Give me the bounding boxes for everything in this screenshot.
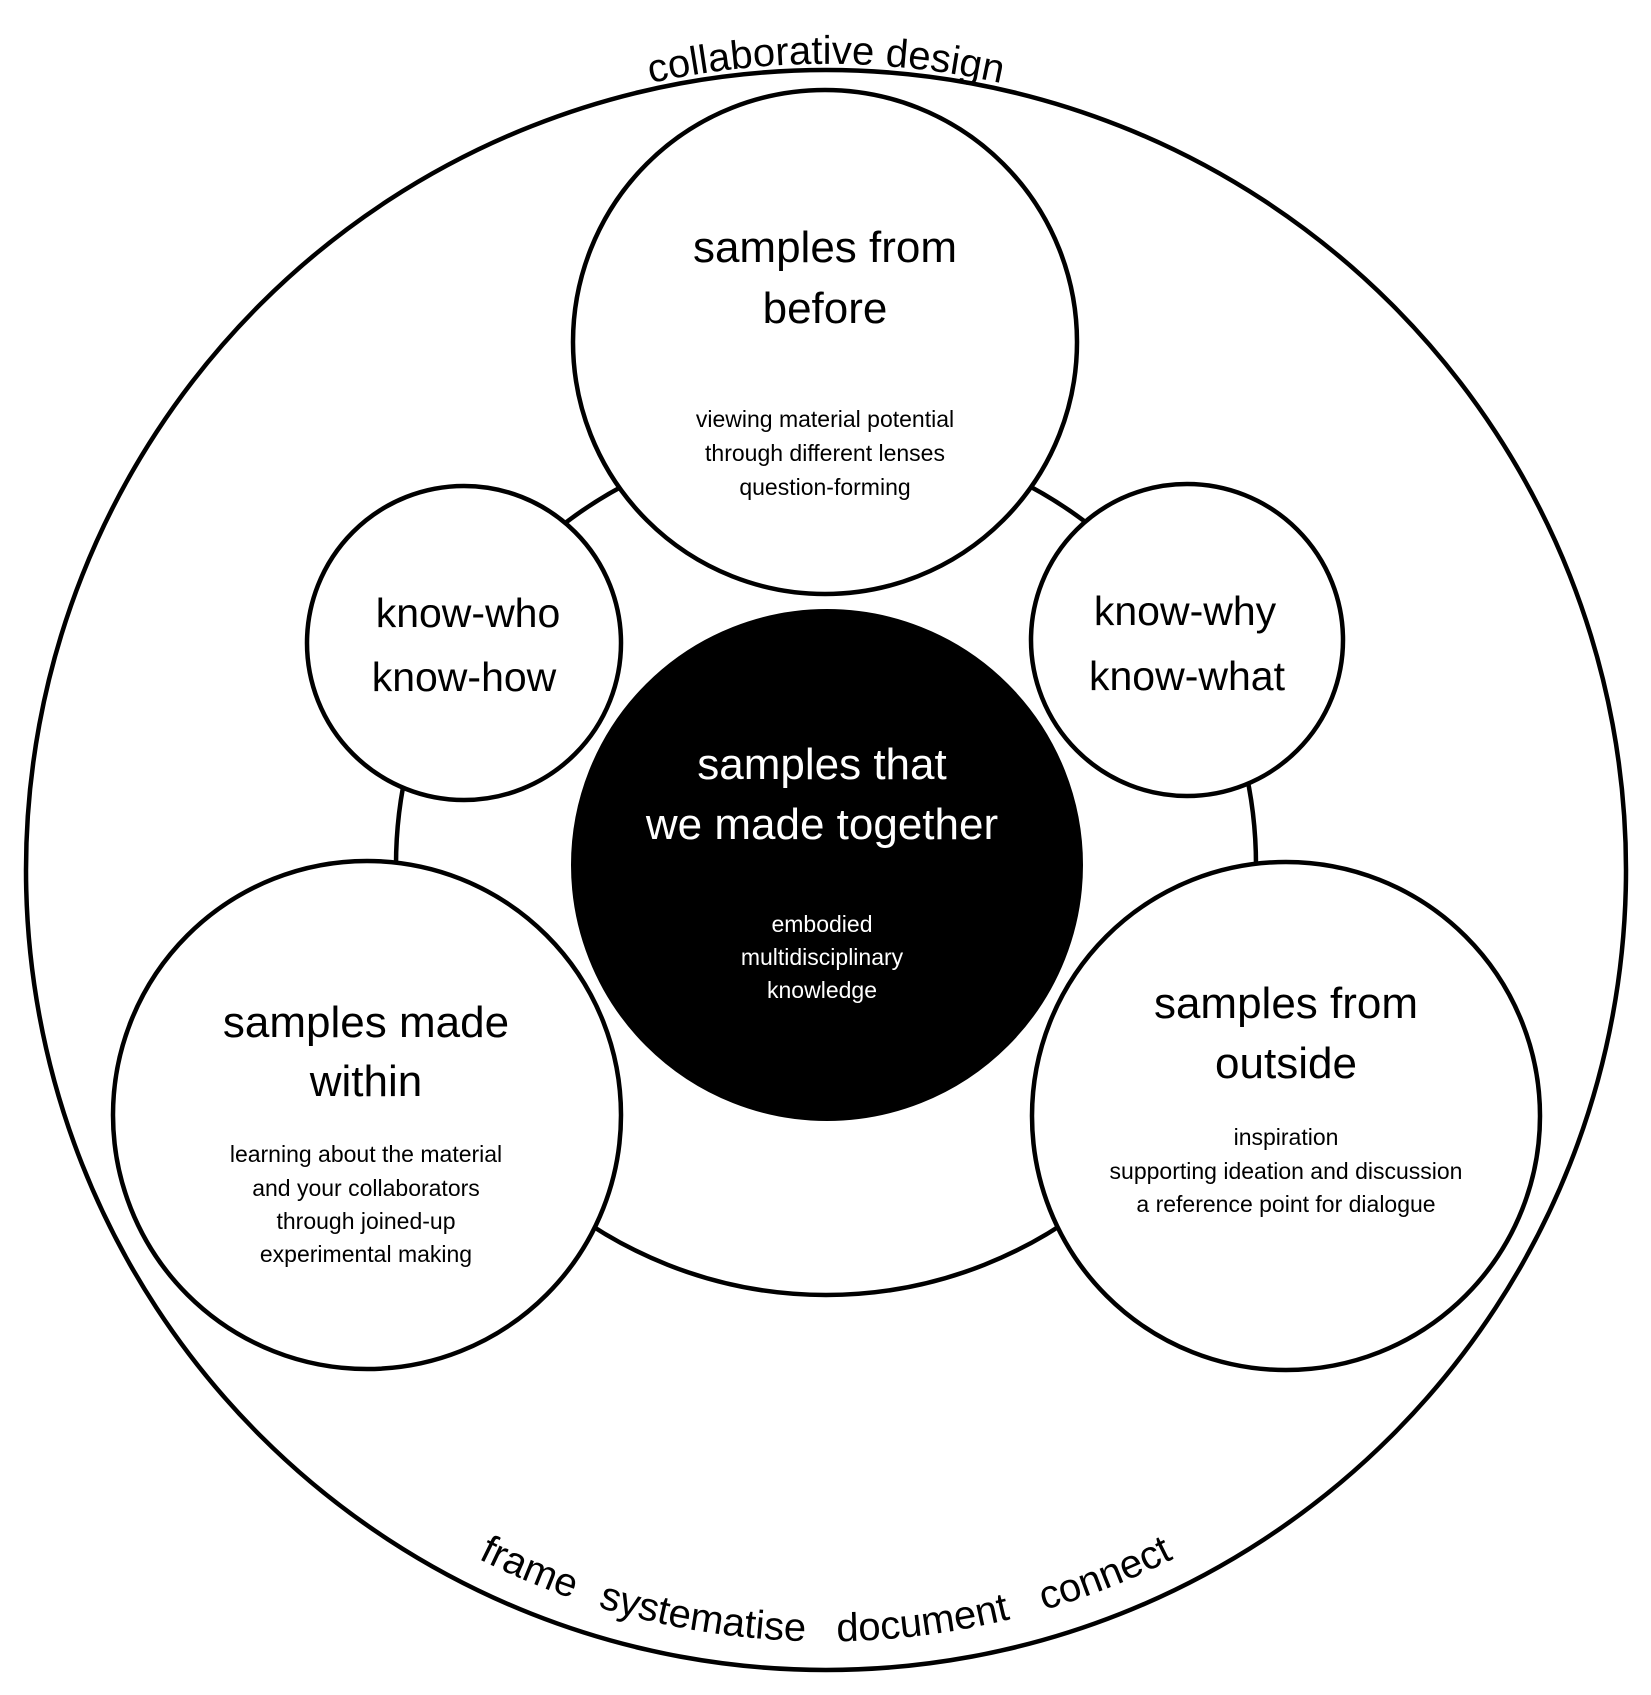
samples-made-within-title-line-1: samples made [223, 998, 509, 1047]
know-why-what-circle [1028, 481, 1346, 799]
samples-from-before-desc-line-3: question-forming [739, 474, 910, 500]
samples-made-within-desc-line-1: learning about the material [230, 1141, 502, 1167]
samples-made-together-title-line-2: we made together [645, 800, 998, 849]
practice-label-connect: connect [1034, 1527, 1178, 1619]
samples-from-outside-desc-line-1: inspiration [1234, 1124, 1339, 1150]
samples-from-before-desc-line-2: through different lenses [705, 440, 945, 466]
outer-label-text: collaborative design [643, 29, 1008, 92]
samples-from-outside-title-line-1: samples from [1154, 979, 1418, 1028]
outer-boundary-circle [23, 67, 1629, 1673]
samples-made-within-group: samples made within learning about the m… [223, 998, 509, 1267]
samples-made-within-title-line-2: within [309, 1057, 423, 1106]
samples-made-together-group: samples that we made together embodied m… [645, 740, 998, 1003]
outer-label: collaborative design [643, 29, 1008, 92]
samples-made-within-desc-line-2: and your collaborators [252, 1175, 480, 1201]
samples-made-within-desc-line-3: through joined-up [276, 1208, 455, 1234]
know-who-how-circle [304, 483, 624, 803]
samples-from-before-desc-line-1: viewing material potential [696, 406, 954, 432]
samples-made-together-desc-line-3: knowledge [767, 977, 877, 1003]
know-who-label: know-who [376, 590, 561, 636]
samples-made-within-desc-line-4: experimental making [260, 1241, 472, 1267]
practice-systematise-text: systematise [595, 1573, 807, 1650]
samples-from-before-title-line-1: samples from [693, 223, 957, 272]
samples-made-together-desc-line-1: embodied [771, 911, 872, 937]
samples-from-before-title-line-2: before [763, 284, 888, 333]
samples-made-together-title-line-1: samples that [697, 740, 946, 789]
know-why-what-group: know-why know-what [1089, 588, 1286, 699]
know-why-label: know-why [1094, 588, 1277, 634]
practice-connect-text: connect [1034, 1527, 1178, 1619]
samples-made-together-desc-line-2: multidisciplinary [741, 944, 904, 970]
samples-from-outside-group: samples from outside inspiration support… [1110, 979, 1463, 1217]
samples-from-outside-circle [1029, 859, 1543, 1373]
samples-from-outside-title-line-2: outside [1215, 1039, 1357, 1088]
know-what-label: know-what [1089, 653, 1286, 699]
know-how-label: know-how [372, 654, 557, 700]
samples-from-before-circle [570, 87, 1080, 597]
practice-document-text: document [836, 1585, 1013, 1650]
samples-made-within-circle [110, 858, 624, 1372]
practice-label-document: document [836, 1585, 1013, 1650]
know-who-how-group: know-who know-how [372, 590, 561, 700]
samples-from-outside-desc-line-3: a reference point for dialogue [1136, 1191, 1435, 1217]
samples-made-together-circle [571, 609, 1083, 1121]
practice-label-systematise: systematise [595, 1573, 807, 1650]
samples-from-before-group: samples from before viewing material pot… [693, 223, 957, 500]
samples-from-outside-desc-line-2: supporting ideation and discussion [1110, 1158, 1463, 1184]
